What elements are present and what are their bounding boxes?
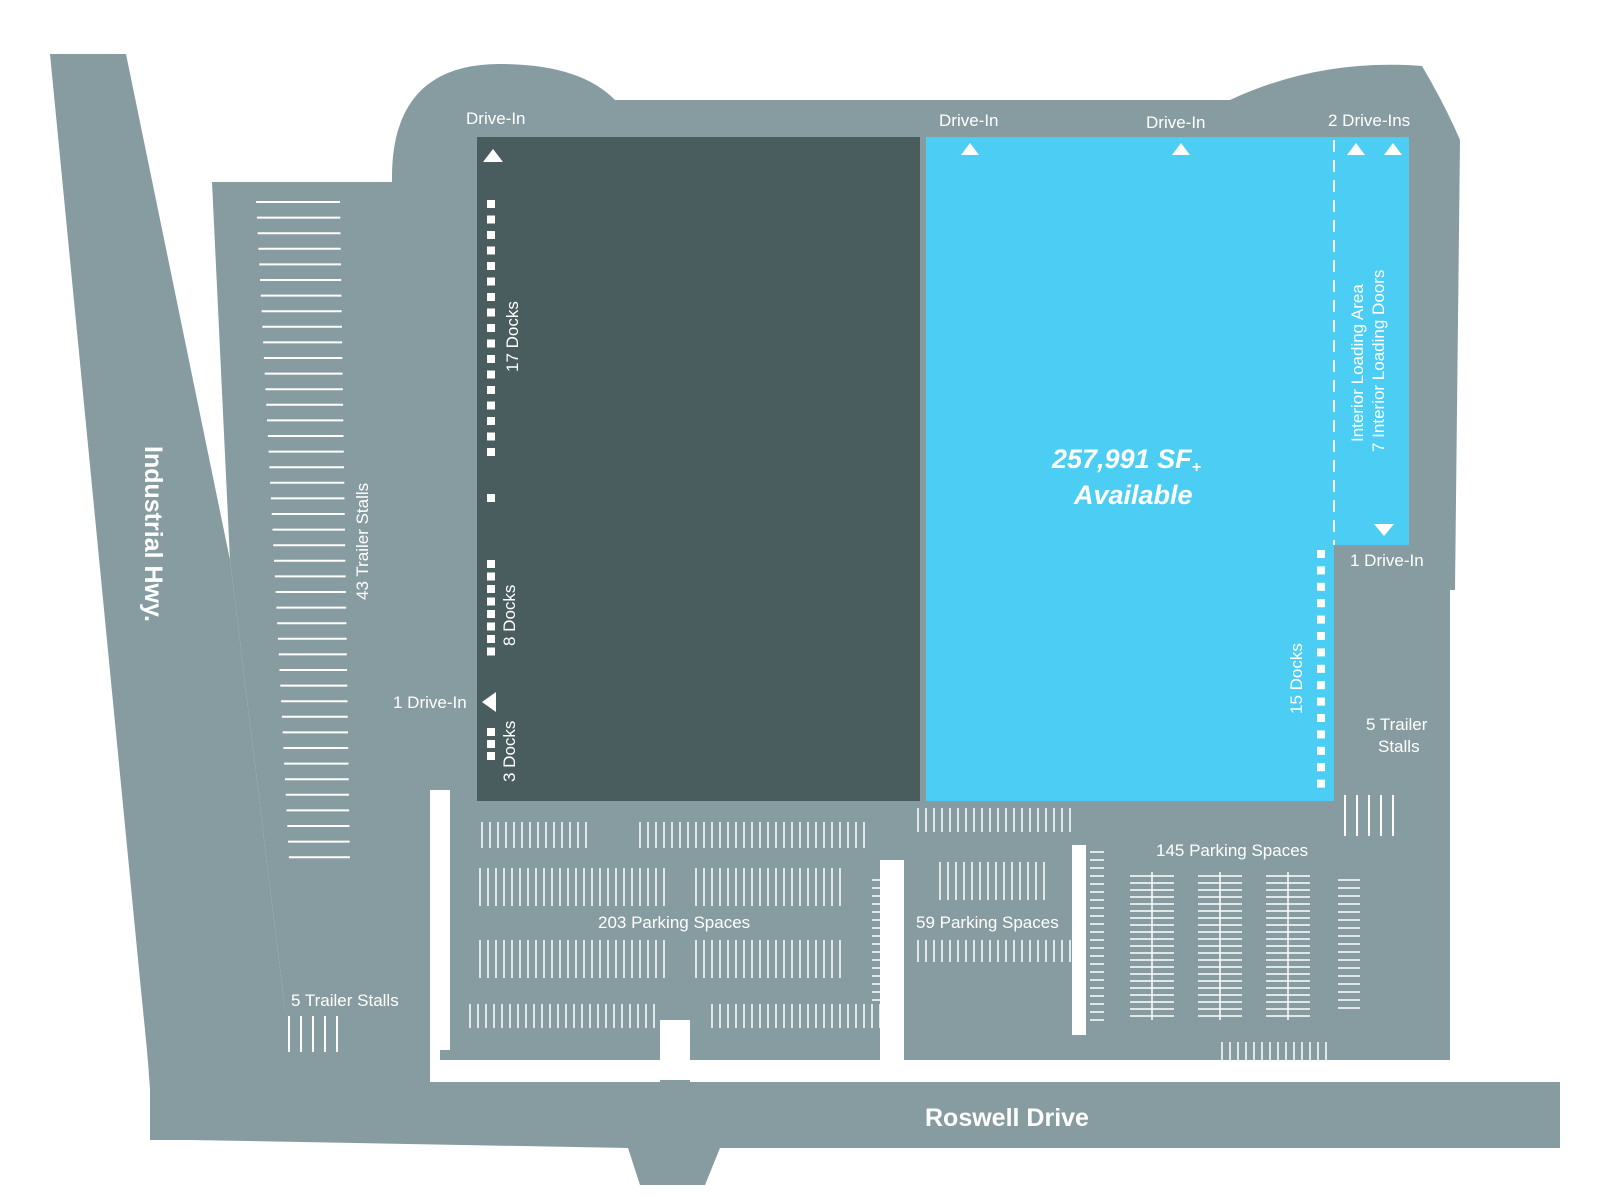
- dock-marker: [487, 560, 495, 568]
- dock-marker: [1317, 599, 1325, 608]
- docks-west-south-label: 3 Docks: [500, 721, 519, 782]
- drive-in-arrow-far-right-b-icon: [1384, 143, 1402, 155]
- drive-in-arrow-top-right-icon: [1172, 143, 1190, 155]
- dock-marker: [1317, 615, 1325, 624]
- west-yard: [212, 182, 470, 1090]
- dock-marker: [487, 386, 495, 394]
- drive-in-east-label: 1 Drive-In: [1350, 551, 1424, 570]
- drive-in-arrow-east-icon: [1374, 524, 1394, 536]
- trailer-stalls-southwest-stripes: [288, 1016, 338, 1052]
- interior-loading-doors-label: 7 Interior Loading Doors: [1369, 270, 1388, 452]
- dock-marker: [487, 401, 495, 410]
- parking-lot-59-stripes: [917, 808, 1071, 962]
- drive-in-arrow-top-left-icon: [483, 149, 503, 162]
- dock-marker: [1317, 648, 1325, 657]
- dock-marker: [1317, 763, 1325, 772]
- dock-marker: [487, 308, 495, 317]
- dock-marker: [1317, 632, 1325, 640]
- drive-in-arrow-west-icon: [482, 692, 496, 712]
- trailer-stalls-southwest-label: 5 Trailer Stalls: [291, 991, 399, 1010]
- dock-marker: [487, 231, 495, 239]
- building-leased: [477, 137, 920, 801]
- dock-marker: [487, 728, 495, 736]
- available-status: Available: [1073, 480, 1193, 510]
- dock-marker: [487, 572, 495, 581]
- dock-marker: [1317, 746, 1325, 755]
- dock-marker: [487, 432, 495, 441]
- dock-marker: [1317, 730, 1325, 739]
- drive-in-top-right-label: Drive-In: [1146, 113, 1206, 132]
- parking-145-label: 145 Parking Spaces: [1156, 841, 1308, 860]
- dock-marker: [1317, 566, 1325, 575]
- dock-marker: [1317, 779, 1325, 788]
- dock-marker: [487, 215, 495, 224]
- drive-in-arrows: [482, 143, 1402, 712]
- roswell-drive-road: [150, 1082, 1560, 1185]
- drive-in-arrow-far-right-a-icon: [1347, 143, 1365, 155]
- dock-marker: [487, 417, 495, 425]
- building-available: [926, 137, 1409, 801]
- dock-markers-west: [487, 200, 495, 760]
- drive-in-top-mid-label: Drive-In: [939, 111, 999, 130]
- docks-west-north-label: 17 Docks: [503, 301, 522, 372]
- parking-59-label: 59 Parking Spaces: [916, 913, 1059, 932]
- docks-east-label: 15 Docks: [1287, 643, 1306, 714]
- trailer-stalls-west-label: 43 Trailer Stalls: [353, 483, 372, 600]
- dock-marker: [1317, 681, 1325, 690]
- dock-marker: [1317, 714, 1325, 722]
- dock-marker: [487, 324, 495, 332]
- trailer-stalls-east-label-1: 5 Trailer: [1366, 715, 1428, 734]
- median-south-2: [440, 1060, 660, 1082]
- dock-marker: [487, 622, 495, 631]
- drive-in-arrow-top-mid-icon: [961, 143, 979, 155]
- dock-marker: [1317, 697, 1325, 706]
- available-area-label: 257,991 SF+ Available: [1051, 444, 1201, 510]
- dock-marker: [487, 262, 495, 270]
- docks-west-mid-label: 8 Docks: [500, 585, 519, 646]
- dock-marker: [487, 246, 495, 255]
- dock-marker: [487, 635, 495, 643]
- median-south: [660, 1020, 690, 1080]
- trailer-stalls-west-stripes: [256, 201, 350, 859]
- drive-in-west-label: 1 Drive-In: [393, 693, 467, 712]
- drive-in-top-left-label: Drive-In: [466, 109, 526, 128]
- median-south-3: [690, 1060, 1450, 1082]
- dock-marker: [487, 200, 495, 208]
- south-lots-pavement: [440, 800, 1450, 1095]
- dock-marker: [487, 494, 495, 502]
- dock-markers-east: [1317, 550, 1325, 788]
- dock-marker: [487, 370, 495, 379]
- dock-marker: [487, 339, 495, 348]
- interior-loading-area-label: Interior Loading Area: [1348, 284, 1367, 442]
- dock-marker: [487, 585, 495, 593]
- dock-marker: [1317, 550, 1325, 558]
- parking-lot-145-stripes: [1090, 851, 1360, 1062]
- dock-marker: [487, 740, 495, 748]
- available-area-suffix: +: [1192, 459, 1201, 476]
- dock-marker: [487, 355, 495, 363]
- roswell-drive-label: Roswell Drive: [925, 1104, 1089, 1132]
- lot-island-west: [430, 790, 450, 1050]
- dock-marker: [487, 610, 495, 618]
- dock-marker: [487, 597, 495, 606]
- lot-gap-2: [1072, 845, 1086, 1035]
- dock-marker: [1317, 664, 1325, 673]
- industrial-hwy-road: [50, 54, 385, 1090]
- trailer-stalls-east-stripes: [1344, 795, 1394, 836]
- dock-marker: [487, 647, 495, 656]
- dock-marker: [487, 293, 495, 301]
- parking-203-label: 203 Parking Spaces: [598, 913, 750, 932]
- dock-marker: [487, 277, 495, 286]
- dock-marker: [487, 752, 495, 760]
- industrial-hwy-label: Industrial Hwy.: [139, 446, 167, 622]
- parking-lot-203-stripes: [469, 822, 894, 1028]
- trailer-stalls-east-label-2: Stalls: [1378, 737, 1420, 756]
- dock-marker: [487, 448, 495, 456]
- available-area-value: 257,991 SF+: [1051, 444, 1201, 476]
- drive-in-far-right-label: 2 Drive-Ins: [1328, 111, 1410, 130]
- dock-marker: [1317, 582, 1325, 591]
